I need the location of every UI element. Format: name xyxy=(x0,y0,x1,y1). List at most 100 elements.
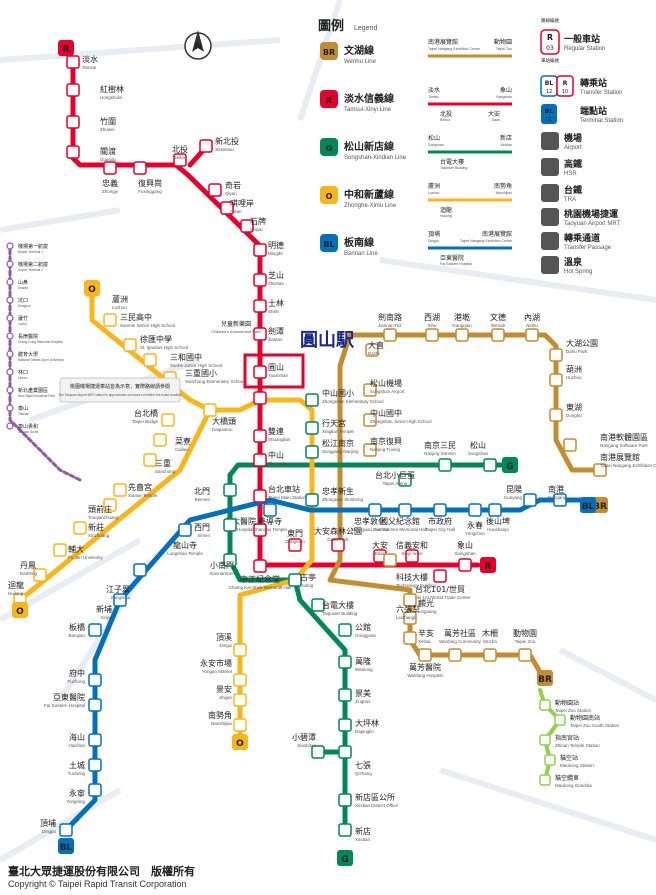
terminal-badge-songshan[interactable]: G xyxy=(502,457,518,473)
station-marker-technology[interactable] xyxy=(384,554,396,566)
terminal-badge-nanshijiao[interactable]: O xyxy=(232,734,248,750)
station-marker-qiyan[interactable] xyxy=(209,184,221,196)
station-marker-wanfang[interactable] xyxy=(419,649,431,661)
station-marker-dingpu[interactable] xyxy=(60,824,72,836)
terminal-badge-dingpu[interactable]: BL xyxy=(58,838,74,854)
station-marker-cailiao[interactable] xyxy=(154,434,166,446)
station-marker-neihu[interactable] xyxy=(526,329,538,341)
station-marker-zhongxiaodunhua[interactable] xyxy=(369,504,381,516)
station-marker-xianse[interactable] xyxy=(114,484,126,496)
station-marker-dahu[interactable] xyxy=(550,349,562,361)
station-marker-taipeizoo[interactable] xyxy=(519,649,531,661)
station-name-dongbu: 東湖 xyxy=(566,402,582,412)
station-marker-dingxi[interactable] xyxy=(234,644,246,656)
station-marker-dongbu[interactable] xyxy=(550,409,562,421)
station-marker-houshanpi[interactable] xyxy=(489,504,501,516)
station-marker-jingan[interactable] xyxy=(234,694,246,706)
station-marker-cityhall[interactable] xyxy=(434,504,446,516)
station-marker-fujen[interactable] xyxy=(54,544,66,556)
station-marker-xinhai[interactable] xyxy=(404,632,416,644)
station-marker-xiangshan[interactable] xyxy=(459,559,471,571)
station-marker-daqiaotou[interactable] xyxy=(204,404,216,416)
station-marker-maokong4[interactable] xyxy=(545,755,555,765)
station-marker-ckscmh[interactable] xyxy=(254,560,266,572)
station-marker-zhuwei[interactable] xyxy=(67,116,79,128)
station-marker-xinzhuang[interactable] xyxy=(74,522,86,534)
station-marker-beimen[interactable] xyxy=(224,484,236,496)
station-marker-yongning[interactable] xyxy=(89,784,101,796)
station-marker-dapinglin[interactable] xyxy=(339,719,351,731)
station-marker-wanfangcommunity[interactable] xyxy=(449,649,461,661)
station-marker-shuanglian[interactable] xyxy=(254,430,266,442)
station-marker-wende[interactable] xyxy=(492,329,504,341)
station-marker-zhongshan[interactable] xyxy=(254,454,266,466)
station-marker-xinbeitou[interactable] xyxy=(200,140,212,152)
station-marker-jiangzicui[interactable] xyxy=(134,564,146,576)
station-marker-kunyang[interactable] xyxy=(524,494,536,506)
station-name-huzhou: 葫洲 xyxy=(566,364,582,374)
terminal-badge-nangang-bl[interactable]: BL xyxy=(580,497,596,513)
station-name-en-daanpark: Daan Park xyxy=(327,537,349,542)
station-marker-jiannanrd[interactable] xyxy=(384,329,396,341)
station-marker-xingtian[interactable] xyxy=(306,422,318,434)
station-marker-nanjingsanmin[interactable] xyxy=(439,459,451,471)
station-marker-mingde[interactable] xyxy=(254,244,266,256)
terminal-badge-taipeizoo[interactable]: BR xyxy=(537,670,553,686)
station-name-zhongshan: 中山 xyxy=(268,450,284,460)
terminal-badge-luzhou[interactable]: O xyxy=(84,280,100,296)
station-marker-maokong2[interactable] xyxy=(555,715,565,725)
station-marker-yongan[interactable] xyxy=(234,674,246,686)
station-marker-xihu[interactable] xyxy=(426,329,438,341)
station-marker-longshan[interactable] xyxy=(179,524,191,536)
station-marker-gongguan[interactable] xyxy=(339,624,351,636)
station-marker-xindian[interactable] xyxy=(339,824,351,836)
station-marker-fuzhong[interactable] xyxy=(89,674,101,686)
station-marker-tamsui[interactable] xyxy=(67,56,79,68)
station-name-en-dongmen: Dongmen xyxy=(285,539,305,544)
station-marker-songshan[interactable] xyxy=(484,459,496,471)
station-marker-guandu[interactable] xyxy=(67,146,79,158)
station-marker-ximen[interactable] xyxy=(224,519,236,531)
terminal-badge-tamsui[interactable]: R xyxy=(58,40,74,56)
station-marker-shilin[interactable] xyxy=(254,300,266,312)
station-marker-yongchun[interactable] xyxy=(469,504,481,516)
station-marker-haishan[interactable] xyxy=(89,734,101,746)
station-marker-yuanshan[interactable] xyxy=(254,366,266,378)
station-marker-maokonggondola[interactable] xyxy=(540,775,550,785)
station-marker-taipeibridge[interactable] xyxy=(162,414,174,426)
station-marker-hongshulin[interactable] xyxy=(67,84,79,96)
station-marker-muzha[interactable] xyxy=(484,649,496,661)
line-blue xyxy=(66,500,590,830)
station-marker-sanhe[interactable] xyxy=(144,354,156,366)
station-marker-fuxinggang[interactable] xyxy=(134,162,146,174)
station-marker-tucheng[interactable] xyxy=(89,759,101,771)
station-marker-jingmei[interactable] xyxy=(339,689,351,701)
station-marker-taipei101[interactable] xyxy=(434,570,446,582)
station-marker-gangqian[interactable] xyxy=(456,329,468,341)
terminal-badge-xiangshan[interactable]: R xyxy=(480,557,496,573)
station-name-en-tucheng: Tucheng xyxy=(68,771,86,776)
terminal-badge-xindian[interactable]: G xyxy=(337,850,353,866)
station-marker-maokong1[interactable] xyxy=(540,700,550,710)
station-marker-wanlong[interactable] xyxy=(339,656,351,668)
station-marker-nangangsp[interactable] xyxy=(564,439,576,451)
station-marker-zhongshanes[interactable] xyxy=(306,394,318,406)
station-marker-qizhang[interactable] xyxy=(339,746,351,758)
station-marker-nanshijiao[interactable] xyxy=(234,719,246,731)
station-marker-banqiao[interactable] xyxy=(89,624,101,636)
station-marker-taipeimain[interactable] xyxy=(254,490,266,502)
station-marker-huzhou[interactable] xyxy=(550,374,562,386)
station-marker-shandao[interactable] xyxy=(264,504,276,516)
terminal-badge-huilong[interactable]: O xyxy=(12,602,28,618)
station-marker-minquan[interactable] xyxy=(254,392,266,404)
station-marker-sanmin[interactable] xyxy=(104,314,116,326)
station-marker-xindiancityhall[interactable] xyxy=(339,794,351,806)
station-marker-zhishan[interactable] xyxy=(254,274,266,286)
station-marker-fareast[interactable] xyxy=(89,699,101,711)
station-marker-maokong3[interactable] xyxy=(540,735,550,745)
station-marker-sunyatsen[interactable] xyxy=(399,504,411,516)
station-marker-zhongxiaoxinsheng[interactable] xyxy=(306,494,318,506)
station-marker-zhongyi[interactable] xyxy=(104,162,116,174)
station-marker-songjiangnanjing[interactable] xyxy=(306,446,318,458)
station-marker-stignatius[interactable] xyxy=(124,339,136,351)
